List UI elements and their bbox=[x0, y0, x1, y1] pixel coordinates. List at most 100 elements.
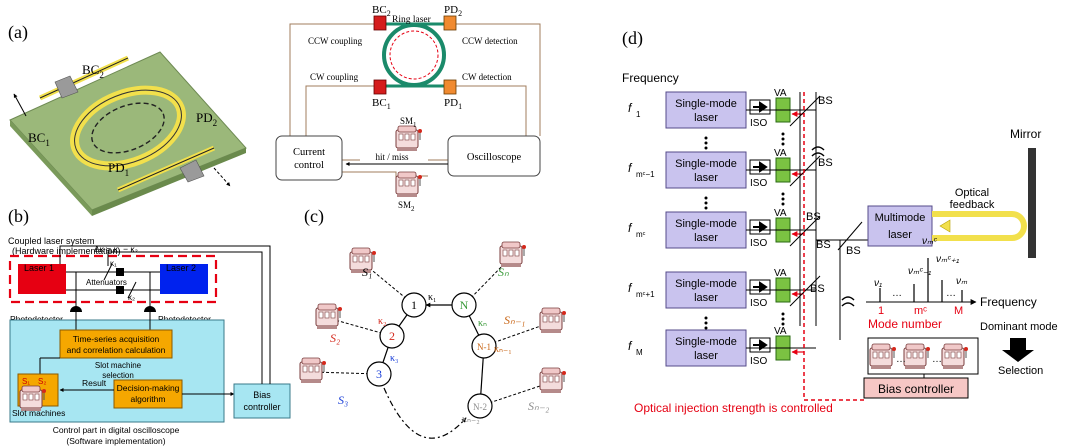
mode-tick-mc: mᶜ bbox=[914, 305, 927, 317]
dominant-mode-label: Dominant mode bbox=[980, 321, 1058, 333]
slot-selection-label-1: Slot machine bbox=[95, 361, 142, 370]
chip-bc1-label: BC bbox=[28, 130, 45, 145]
svg-text:BC1: BC1 bbox=[28, 130, 50, 148]
chip-bc1-sub: 1 bbox=[45, 138, 50, 148]
bs-label-1: BS bbox=[818, 95, 833, 107]
sm1-sub: 1 bbox=[413, 121, 417, 129]
schem-pd2-label: PD bbox=[444, 4, 458, 16]
node-to-slot-edge bbox=[479, 381, 553, 407]
frequency-axis-title: Frequency bbox=[622, 71, 679, 85]
hit-miss-label: hit / miss bbox=[375, 152, 409, 162]
laser-frequency-sub: 1 bbox=[636, 110, 641, 119]
laser-frequency-sub: mᶜ bbox=[636, 230, 646, 239]
slot-label: Sₙ₋₁ bbox=[504, 313, 525, 327]
ellipsis-dot bbox=[781, 312, 785, 316]
iso-label: ISO bbox=[750, 178, 767, 189]
single-mode-label-1: Single-mode bbox=[675, 218, 737, 230]
ellipsis-dot bbox=[704, 196, 708, 200]
ellipsis-dot bbox=[781, 202, 785, 206]
laser-frequency-label: f bbox=[628, 339, 633, 353]
acquisition-label-2: and correlation calculation bbox=[67, 345, 166, 355]
slot-label: S₁ bbox=[362, 265, 372, 279]
selection-label: Selection bbox=[998, 365, 1043, 377]
control-dashed-line bbox=[803, 92, 864, 401]
isolator-arrow-icon bbox=[753, 161, 768, 173]
single-mode-label-2: laser bbox=[694, 112, 718, 124]
bandit-node bbox=[401, 292, 427, 318]
control-part-label-2: (Software implementation) bbox=[66, 436, 165, 446]
chip-bc2-label: BC bbox=[82, 62, 99, 77]
panel-label-b: (b) bbox=[8, 206, 29, 227]
mirror-block bbox=[1028, 148, 1036, 258]
mode-nu-label: νₘᶜ₊₁ bbox=[936, 254, 959, 265]
svg-text:PD1: PD1 bbox=[108, 160, 129, 178]
ellipsis-dot bbox=[781, 197, 785, 201]
mode-spectrum: ν₁νₘᶜ₋₁νₘᶜνₘᶜ₊₁νₘ…… bbox=[874, 236, 968, 302]
current-control-box bbox=[275, 135, 343, 181]
kappa-label: κₙ₋₂ bbox=[462, 414, 480, 425]
delta-kappa-label: Δκ = κ₁ − κ₂ bbox=[94, 244, 138, 254]
mode-nu-label: νₘᶜ bbox=[922, 236, 937, 247]
ring-laser-chip-illustration: BC2 BC1 PD2 PD1 bbox=[9, 51, 247, 216]
va-label: VA bbox=[774, 88, 787, 99]
iso-label: ISO bbox=[750, 356, 767, 367]
loop-arc bbox=[383, 387, 467, 439]
ellipsis-dot bbox=[781, 192, 785, 196]
schem-pd2-sub: 2 bbox=[458, 9, 462, 18]
slot-label: S₂ bbox=[330, 331, 340, 345]
bandit-node bbox=[471, 333, 497, 359]
ccw-detection-label: CCW detection bbox=[462, 36, 518, 46]
decision-label-2: algorithm bbox=[131, 394, 166, 404]
injection-note: Optical injection strength is controlled bbox=[634, 401, 833, 415]
svg-text:BC1: BC1 bbox=[372, 97, 391, 111]
bs-label-3: BS bbox=[806, 211, 821, 223]
ellipsis-dot bbox=[781, 132, 785, 136]
panel-label-c: (c) bbox=[304, 206, 324, 227]
mode-ellipsis: … bbox=[946, 288, 956, 299]
bandit-node bbox=[451, 292, 477, 318]
panel-b: (b) Coupled laser system (Hardware imple… bbox=[8, 206, 291, 446]
svg-text:…: … bbox=[932, 354, 942, 365]
mode-tick-M: M bbox=[954, 305, 963, 317]
s1-label: S₁ bbox=[22, 377, 30, 386]
photodetector-left-icon bbox=[70, 306, 82, 312]
svg-text:PD1: PD1 bbox=[444, 97, 462, 111]
single-mode-label-2: laser bbox=[694, 292, 718, 304]
laser-frequency-sub: mᶜ+1 bbox=[636, 290, 655, 299]
optical-feedback-label-1: Optical bbox=[955, 187, 989, 199]
bs-label-6: BS bbox=[810, 283, 825, 295]
hardware-boundary bbox=[8, 254, 218, 304]
acquisition-block bbox=[59, 329, 173, 359]
isolator-arrow-icon bbox=[753, 101, 768, 113]
sm2-label: SM bbox=[398, 200, 411, 210]
slot-label: Sₙ bbox=[498, 265, 509, 279]
isolator-arrow-icon bbox=[753, 281, 768, 293]
ellipsis-dot bbox=[704, 326, 708, 330]
single-mode-label-1: Single-mode bbox=[675, 158, 737, 170]
control-part-label-1: Control part in digital oscilloscope bbox=[53, 425, 180, 435]
schem-bc2-label: BC bbox=[372, 4, 387, 16]
laser-1-label: Laser 1 bbox=[24, 263, 54, 273]
single-mode-laser-box bbox=[665, 211, 747, 249]
svg-text:SM1: SM1 bbox=[400, 116, 417, 129]
svg-text:…: … bbox=[896, 354, 906, 365]
bs-label-5: BS bbox=[846, 245, 861, 257]
single-mode-label-2: laser bbox=[694, 350, 718, 362]
node-label: N-1 bbox=[477, 342, 491, 352]
sm2-sub: 2 bbox=[411, 205, 415, 213]
bias-controller-b bbox=[233, 383, 291, 419]
slot-machine-sm2-icon bbox=[395, 171, 423, 198]
bias-label-1: Bias bbox=[253, 390, 271, 400]
bandit-node bbox=[467, 393, 493, 419]
kappa1-label: κ₁ bbox=[110, 259, 117, 268]
mirror-label: Mirror bbox=[1010, 127, 1041, 141]
schem-bc1-label: BC bbox=[372, 97, 387, 109]
kappa-label: κ₂ bbox=[378, 316, 387, 327]
single-mode-label-2: laser bbox=[694, 172, 718, 184]
multimode-label-1: Multimode bbox=[875, 212, 926, 224]
laser-frequency-label: f bbox=[628, 101, 633, 115]
schem-bc1-sub: 1 bbox=[387, 102, 391, 111]
ellipsis-dot bbox=[704, 136, 708, 140]
laser-1-block bbox=[18, 264, 66, 294]
va-label: VA bbox=[774, 326, 787, 337]
